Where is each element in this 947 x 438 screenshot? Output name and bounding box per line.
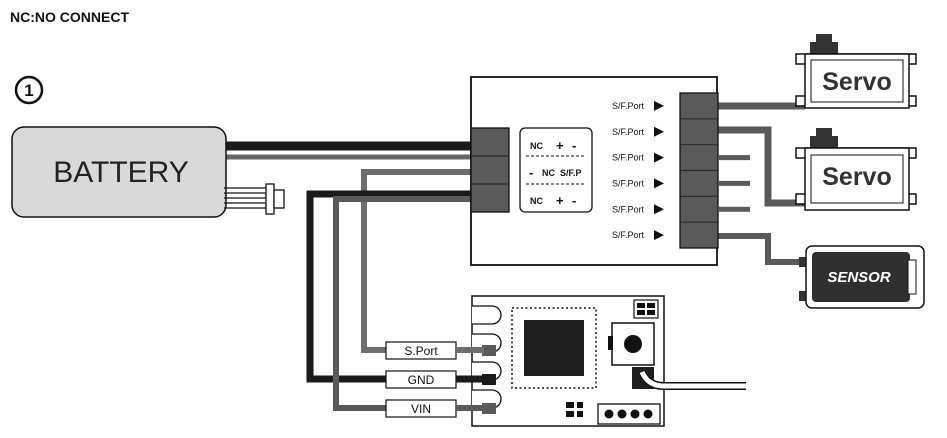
- pin-r2-b: NC: [542, 168, 555, 178]
- port-label-2: S/F.Port: [612, 127, 645, 137]
- left-connector: [470, 127, 510, 213]
- battery-label: BATTERY: [53, 156, 189, 189]
- pin-r3-c: -: [572, 193, 576, 208]
- port-label-3: S/F.Port: [612, 153, 645, 163]
- gnd-wire: [306, 190, 480, 383]
- sport-wire: [361, 169, 480, 353]
- receiver-box: NC + - - NC S/F.P NC + - S/F.PortS/F.Por…: [470, 76, 719, 266]
- servo2-lead: [718, 126, 805, 207]
- vin-wire: [333, 196, 480, 411]
- port-label-4: S/F.Port: [612, 178, 645, 188]
- pin-r3-b: +: [556, 193, 564, 208]
- sensor-label: SENSOR: [827, 269, 891, 286]
- balance-lead: [224, 183, 285, 215]
- pin-r1-a: NC: [530, 141, 543, 151]
- port-arrow-3: [654, 152, 664, 163]
- right-connector: [679, 92, 719, 249]
- port-label-6: S/F.Port: [612, 230, 645, 240]
- sensor-lead: [718, 233, 806, 265]
- sport-label: S.Port: [404, 344, 438, 358]
- pin-r2-c: S/F.P: [560, 168, 582, 178]
- pin-r1-b: +: [556, 138, 564, 153]
- servo1-label: Servo: [822, 68, 891, 96]
- port-arrow-4: [654, 178, 664, 189]
- port-labels: S/F.PortS/F.PortS/F.PortS/F.PortS/F.Port…: [612, 100, 664, 241]
- nc-note: NC:NO CONNECT: [10, 9, 129, 25]
- gnd-label: GND: [408, 373, 435, 387]
- servo-2: Servo: [795, 128, 917, 211]
- port-arrow-1: [654, 100, 664, 111]
- sensor: SENSOR: [799, 245, 925, 309]
- pin-r2-a: -: [529, 165, 533, 180]
- step-badge: 1: [14, 75, 44, 105]
- pin-r1-c: -: [572, 138, 576, 153]
- wire-tags: S.Port GND VIN: [385, 341, 484, 418]
- servo-1: Servo: [795, 34, 917, 109]
- vin-label: VIN: [411, 402, 431, 416]
- port-label-1: S/F.Port: [612, 101, 645, 111]
- servo2-label: Servo: [822, 163, 891, 191]
- battery: BATTERY: [11, 126, 285, 218]
- pin-r3-a: NC: [530, 196, 543, 206]
- rx-board: [471, 295, 746, 427]
- wires: [222, 102, 806, 411]
- port-arrow-6: [654, 230, 664, 241]
- step-number: 1: [24, 81, 33, 100]
- pin-header: NC + - - NC S/F.P NC + -: [519, 127, 593, 213]
- port-label-5: S/F.Port: [612, 204, 645, 214]
- port-arrow-5: [654, 204, 664, 215]
- port-arrow-2: [654, 126, 664, 137]
